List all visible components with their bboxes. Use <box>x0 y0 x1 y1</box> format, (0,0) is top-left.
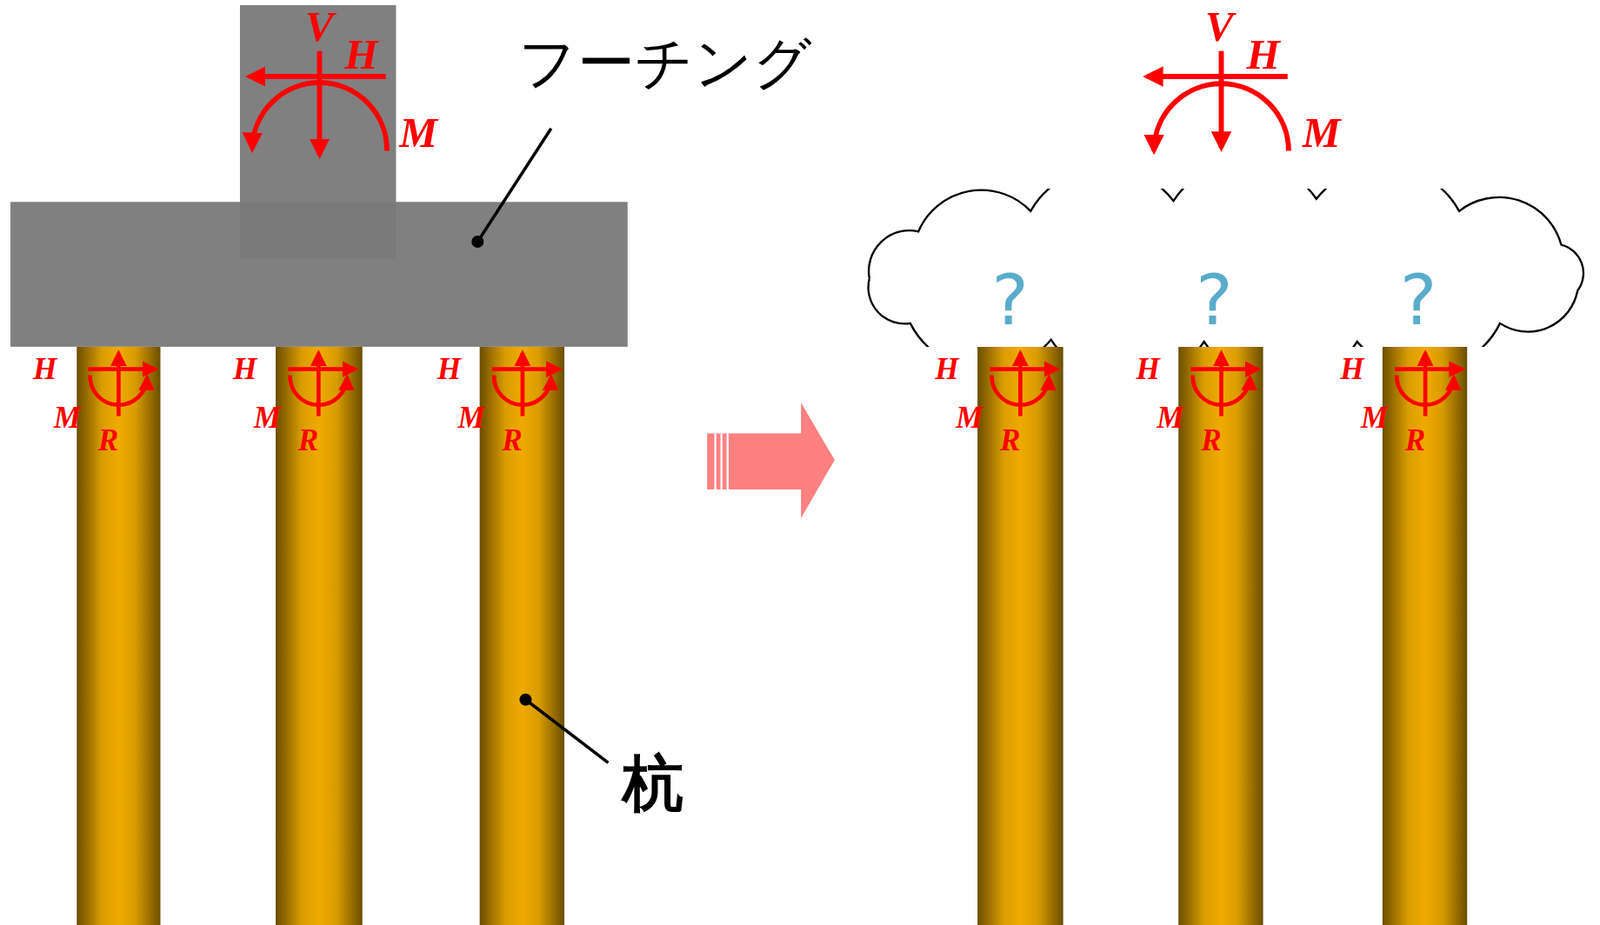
part-name: 杭 <box>622 753 684 814</box>
force-symbol: H <box>1246 33 1280 77</box>
transform-arrow <box>706 402 835 519</box>
column-base <box>240 201 396 259</box>
force-symbol: H <box>1135 353 1160 385</box>
force-symbol: M <box>53 403 81 434</box>
question-mark: ? <box>992 266 1029 336</box>
pile-head-forces <box>87 353 1462 417</box>
cloud-shape: ??? <box>846 188 1590 347</box>
column <box>240 5 396 259</box>
force-symbol: M <box>253 403 281 434</box>
force-symbol: H <box>1340 353 1364 385</box>
force-symbol: M <box>1360 403 1388 434</box>
force-symbol: M <box>955 403 983 434</box>
part-name: フーチング <box>518 34 813 93</box>
piles-left <box>76 346 565 925</box>
force-symbol: M <box>457 403 485 434</box>
force-symbol: V <box>1205 5 1234 48</box>
force-symbol: H <box>233 353 257 385</box>
force-symbol: R <box>1200 425 1221 456</box>
piles-right <box>977 346 1467 925</box>
force-symbol: V <box>305 5 334 48</box>
leader-lines <box>471 128 608 764</box>
force-symbol: H <box>33 353 57 385</box>
question-mark: ? <box>1400 266 1437 336</box>
force-symbol: R <box>501 425 522 456</box>
force-symbol: M <box>1156 403 1184 434</box>
force-symbol: H <box>437 353 461 385</box>
force-symbol: H <box>934 353 959 385</box>
footing-slab <box>10 201 628 347</box>
force-symbol: M <box>1302 111 1341 154</box>
force-symbol: R <box>98 425 119 456</box>
force-symbol: R <box>298 425 319 456</box>
force-symbol: R <box>1405 425 1426 456</box>
force-symbol: M <box>399 111 438 154</box>
force-symbol: R <box>1000 425 1020 456</box>
force-symbol: H <box>344 33 378 77</box>
question-mark: ? <box>1195 266 1233 336</box>
